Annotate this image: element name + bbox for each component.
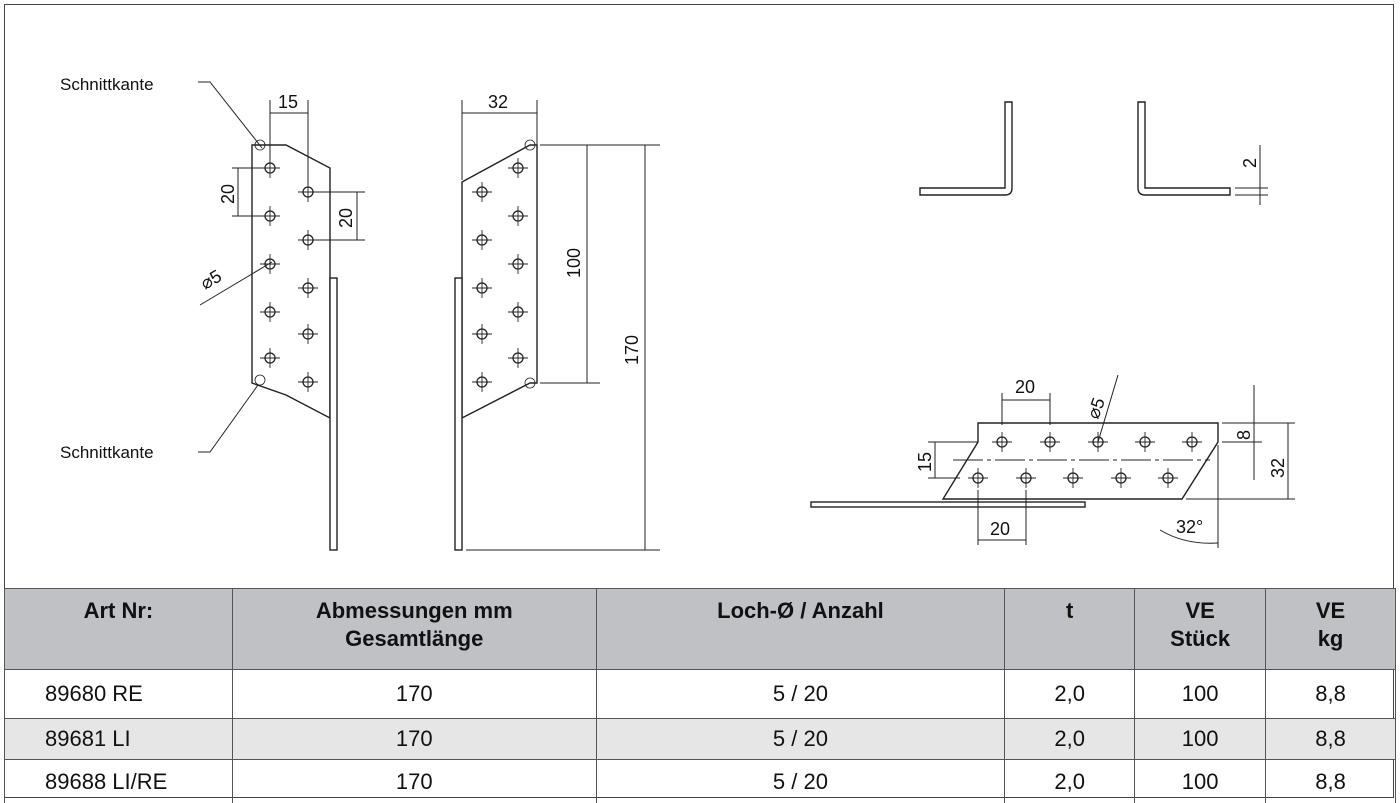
hole-icon: [1063, 468, 1083, 488]
dim-20-top: 20: [1015, 377, 1035, 397]
hole-icon: [508, 302, 528, 322]
hole-icon: [298, 372, 318, 392]
header-text: Abmessungen mm: [315, 598, 513, 623]
hole-icon: [992, 432, 1012, 452]
cell-ve-pcs: 100: [1134, 718, 1267, 760]
header-text: VE: [1185, 598, 1215, 623]
technical-drawing: Schnittkante Schnittkante 15 32 100 170 …: [60, 75, 1295, 551]
header-art-nr: Art Nr:: [4, 588, 233, 670]
plate-left-view: [454, 139, 538, 551]
cell-hole: 5 / 20: [595, 759, 1006, 803]
header-ve-kg: VE kg: [1265, 588, 1396, 670]
cell-ve-kg: 8,8: [1265, 759, 1396, 803]
hole-icon: [1158, 468, 1178, 488]
cell-hole: 5 / 20: [595, 718, 1006, 760]
dim-20-right: 20: [336, 208, 356, 228]
dim-100: 100: [564, 248, 584, 278]
dimension-lines: [198, 81, 660, 551]
hole-icon: [260, 348, 280, 368]
hole-icon: [508, 348, 528, 368]
header-dimensions: Abmessungen mm Gesamtlänge: [231, 588, 597, 670]
hole-icon: [1040, 432, 1060, 452]
cell-length: 170: [231, 669, 597, 719]
product-table: Art Nr: Abmessungen mm Gesamtlänge Loch-Ø…: [4, 588, 1396, 803]
header-text: Stück: [1170, 626, 1231, 651]
table-header: Art Nr: Abmessungen mm Gesamtlänge Loch-Ø…: [4, 588, 1396, 670]
hole-icon: [508, 206, 528, 226]
dim-32-side: 32: [1268, 458, 1288, 478]
cell-art-nr: 89680 RE: [4, 669, 233, 719]
hole-icon: [298, 230, 318, 250]
dim-angle: 32°: [1176, 517, 1203, 537]
label-cut-edge-top: Schnittkante: [60, 75, 154, 94]
hole-icon: [298, 182, 318, 202]
header-text: t: [1066, 598, 1074, 623]
hole-icon: [472, 182, 492, 202]
header-text: kg: [1317, 626, 1344, 651]
hole-icon: [298, 324, 318, 344]
cell-length: 170: [231, 759, 597, 803]
cell-ve-kg: 8,8: [1265, 669, 1396, 719]
hole-icon: [1016, 468, 1036, 488]
hole-icon: [968, 468, 988, 488]
hole-icon: [260, 254, 280, 274]
header-text: Loch-Ø / Anzahl: [717, 598, 884, 623]
plate-top-view: [810, 374, 1295, 548]
cell-art-nr: 89681 LI: [4, 718, 233, 760]
header-text: Gesamtlänge: [345, 626, 484, 651]
header-text: Art Nr:: [83, 598, 154, 623]
dim-8: 8: [1234, 430, 1254, 440]
cell-ve-pcs: 100: [1134, 759, 1267, 803]
dim-hole-left: ⌀5: [197, 266, 225, 294]
hole-icon: [472, 372, 492, 392]
hole-icon: [508, 254, 528, 274]
header-ve-pcs: VE Stück: [1134, 588, 1267, 670]
dim-15: 15: [278, 92, 298, 112]
hole-icon: [472, 230, 492, 250]
dim-thickness: 2: [1240, 158, 1260, 168]
dim-170: 170: [622, 335, 642, 365]
dim-20-left: 20: [218, 184, 238, 204]
hole-icon: [508, 158, 528, 178]
header-text: VE: [1315, 598, 1346, 623]
cell-t: 2,0: [1004, 718, 1136, 760]
cell-hole: 5 / 20: [595, 669, 1006, 719]
hole-icon: [1111, 468, 1131, 488]
header-t: t: [1004, 588, 1136, 670]
hole-icon: [260, 302, 280, 322]
cell-length: 170: [231, 718, 597, 760]
cell-ve-kg: 8,8: [1265, 718, 1396, 760]
cell-art-nr: 89688 LI/RE: [4, 759, 233, 803]
cell-ve-pcs: 100: [1134, 669, 1267, 719]
cell-t: 2,0: [1004, 669, 1136, 719]
label-cut-edge-bottom: Schnittkante: [60, 443, 154, 462]
dim-32: 32: [488, 92, 508, 112]
hole-icon: [472, 278, 492, 298]
dim-15-side: 15: [915, 452, 935, 472]
angle-profile-views: [919, 101, 1268, 205]
hole-icon: [298, 278, 318, 298]
plate-right-view: [251, 139, 338, 551]
hole-icon: [472, 324, 492, 344]
dim-20-bottom: 20: [990, 519, 1010, 539]
hole-icon: [1135, 432, 1155, 452]
hole-icon: [1182, 432, 1202, 452]
header-hole: Loch-Ø / Anzahl: [595, 588, 1006, 670]
cell-t: 2,0: [1004, 759, 1136, 803]
